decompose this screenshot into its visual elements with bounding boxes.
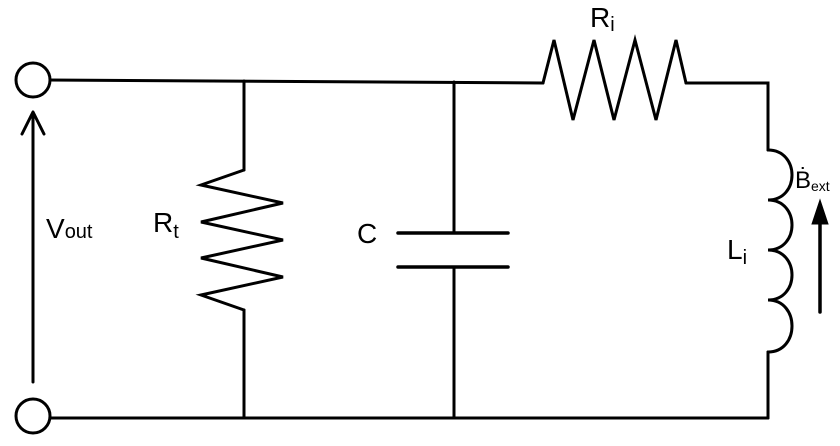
label-vout-sub: out [65,221,93,243]
label-bext: Ḃext [795,167,830,194]
label-rt: Rt [153,207,179,243]
terminal-top [14,61,52,99]
resistor-rt [195,168,284,312]
label-ri-sub: i [610,14,614,36]
label-li: Li [727,234,747,269]
top-wire-left [45,78,545,85]
label-ri: Ri [590,2,615,36]
label-bext-sub: ext [811,178,830,194]
inductor-li [766,148,794,354]
label-li-sub: i [743,247,747,269]
resistor-ri [541,34,688,121]
terminal-bottom [14,397,52,435]
bext-arrow-head [811,198,829,225]
vout-arrow-head [20,110,46,136]
label-vout: Vout [46,213,93,244]
label-c: C [357,218,377,249]
top-wire-right [684,81,770,152]
label-rt-sub: t [173,221,179,243]
